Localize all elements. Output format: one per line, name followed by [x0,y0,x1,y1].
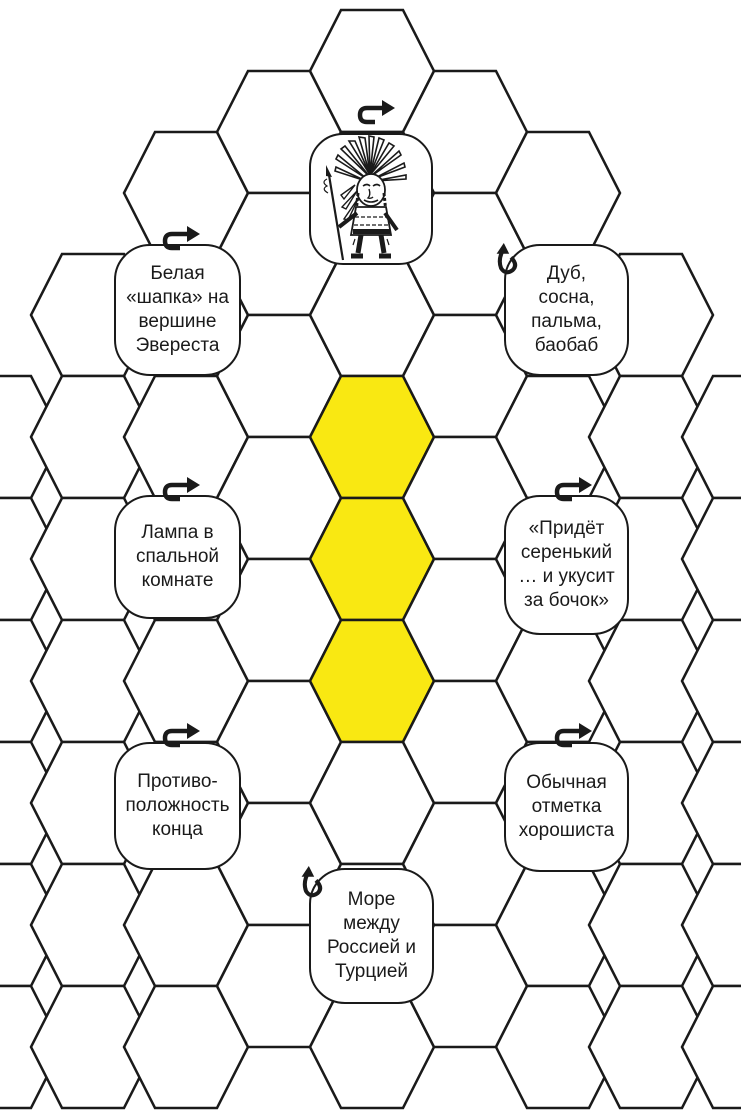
clue-text: Белая «шапка» на вершине Эвереста [126,262,229,358]
clue-text: «Придёт серенький … и укусит за бочок» [518,517,614,613]
clue-cell-snow-cap[interactable]: Белая «шапка» на вершине Эвереста [114,244,241,376]
start-arrow-icon [358,96,398,132]
grade-arrow-icon [555,719,595,755]
clue-cell-grade[interactable]: Обычная отметка хорошиста [504,742,629,872]
clue-text: Лампа в спальной комнате [136,521,219,593]
sea-arrow-icon [296,866,336,902]
chief-illustration-icon [311,135,430,262]
clue-text: Обычная отметка хорошиста [519,771,614,843]
clue-cell-opposite[interactable]: Противо- положность конца [114,742,241,870]
lamp-arrow-icon [163,473,203,509]
snow-cap-arrow-icon [163,222,203,258]
clue-text: Противо- положность конца [126,770,230,842]
clue-cell-lullaby[interactable]: «Придёт серенький … и укусит за бочок» [504,495,629,635]
opposite-arrow-icon [163,719,203,755]
clue-cell-lamp[interactable]: Лампа в спальной комнате [114,495,241,619]
clue-text: Море между Россией и Турцией [327,888,416,984]
lullaby-arrow-icon [555,473,595,509]
clue-text: Дуб, сосна, пальма, баобаб [531,262,602,358]
trees-arrow-icon [491,243,531,279]
start-cell[interactable] [309,133,433,265]
